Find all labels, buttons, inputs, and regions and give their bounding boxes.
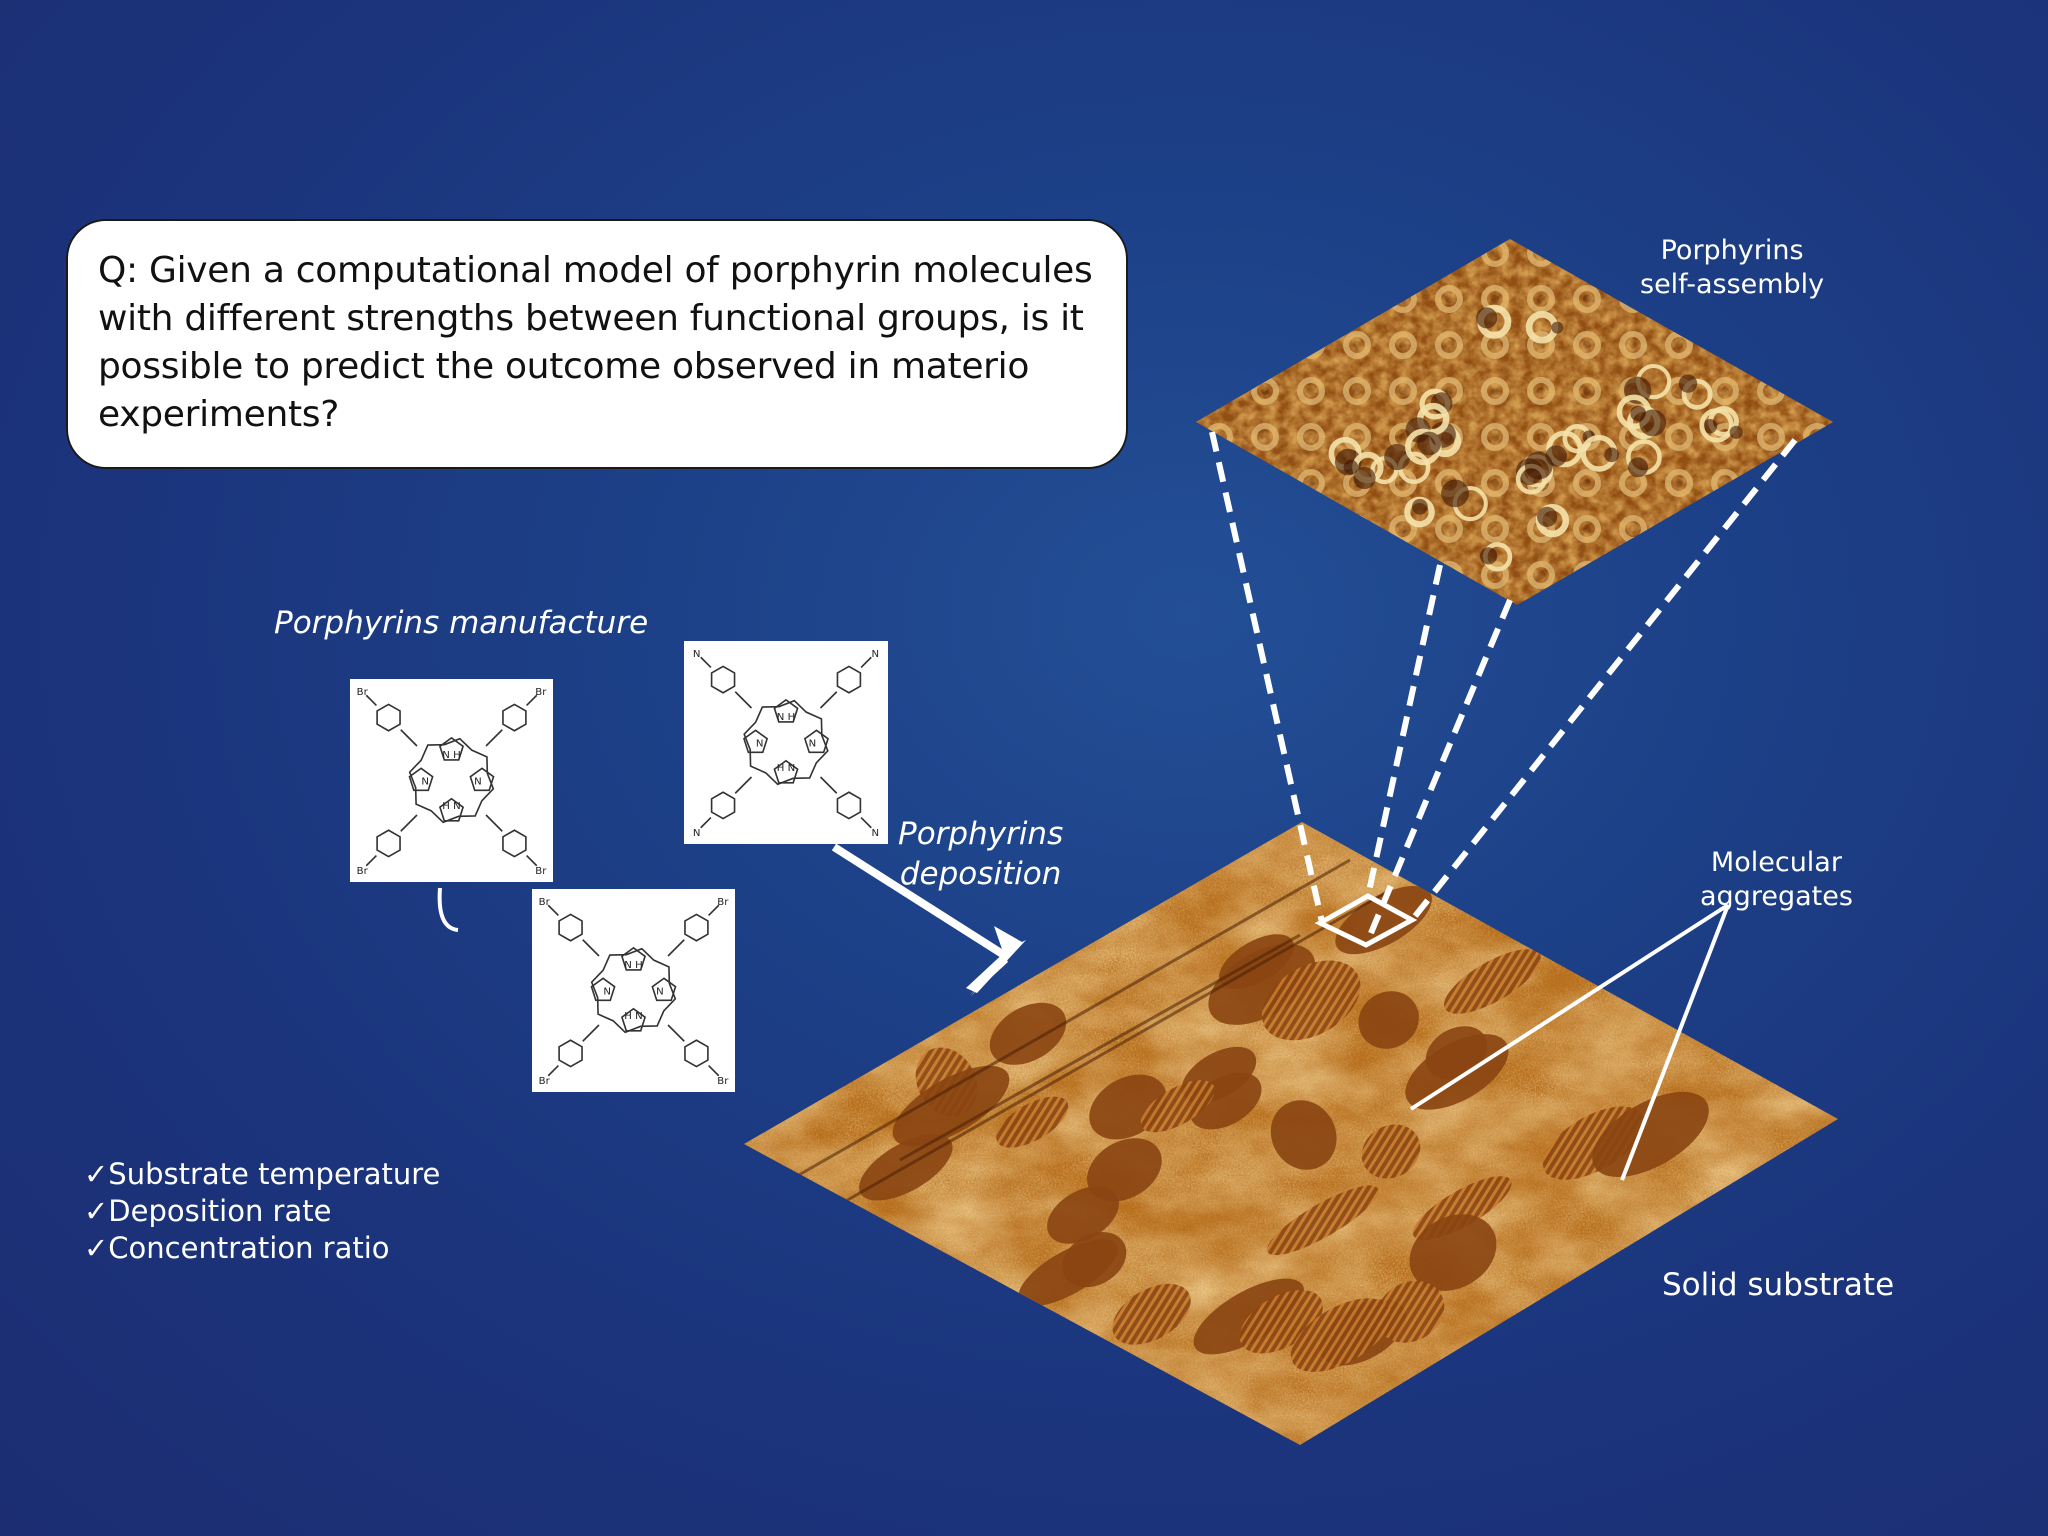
substituent-label: N: [872, 828, 880, 839]
ring-n-label: N: [656, 987, 664, 998]
core-nh-label: H N: [777, 763, 795, 774]
substituent-label: Br: [539, 897, 551, 908]
ring-n-label: N: [603, 987, 611, 998]
dark-gap-feature: [1343, 459, 1359, 475]
dark-gap-feature: [1353, 466, 1376, 490]
porphyrin-ring-features: [1328, 304, 1743, 572]
question-text: Q: Given a computational model of porphy…: [98, 250, 1093, 435]
aggregate-patch: [1140, 1080, 1215, 1133]
aggregate-patch: [989, 1002, 1067, 1065]
porphyrin-skeleton: [700, 656, 872, 829]
substituent-label: Br: [717, 897, 729, 908]
dark-gap-feature: [1628, 457, 1649, 478]
substituent-label: N: [693, 828, 701, 839]
dark-gap-feature: [1639, 409, 1667, 437]
aggregate-patch: [1425, 1026, 1488, 1080]
aggregates-label: Molecular aggregates: [1700, 846, 1853, 914]
porphyrin-skeleton: [547, 904, 720, 1077]
deposition-label: Porphyrins deposition: [898, 814, 1063, 894]
projection-lines: [1209, 431, 1798, 947]
porphyrin-ring-feature: [1699, 408, 1734, 443]
dark-gap-feature: [1417, 431, 1442, 456]
dark-gap-feature: [1441, 479, 1469, 508]
aggregates-label-line1: Molecular: [1710, 847, 1842, 878]
parameter-list: ✓Substrate temperature ✓Deposition rate …: [84, 1156, 440, 1267]
dark-gap-feature: [1412, 498, 1428, 515]
deposition-label-line2: deposition: [899, 856, 1062, 892]
dark-gap-feature: [1604, 447, 1619, 463]
dark-gap-feature: [1524, 451, 1553, 480]
aggregates-annotation-lines: [1409, 903, 1730, 1181]
core-nh-label: N H: [777, 712, 795, 723]
aggregate-patch: [1361, 1124, 1421, 1179]
aggregate-patch: [1047, 1186, 1119, 1244]
aggregate-patch: [1335, 886, 1432, 955]
aggregate-patch: [1358, 991, 1419, 1049]
core-nh-label: H N: [624, 1011, 642, 1022]
aggregate-patch: [1592, 1091, 1709, 1177]
substituent-label: Br: [535, 866, 547, 877]
aggregate-patch: [892, 1065, 1010, 1147]
self-assembly-stm-image: [1196, 239, 1833, 605]
deposition-label-line1: Porphyrins: [898, 816, 1064, 852]
pyridyl-porphyrin-structure: N N N N N H H N N N: [693, 649, 880, 839]
substituent-label: Br: [535, 687, 547, 698]
aggregate-patch: [1270, 1100, 1337, 1170]
self-assembly-label: Porphyrins self-assembly: [1640, 234, 1824, 302]
dark-gap-feature: [1678, 374, 1698, 393]
aggregate-patch: [1261, 960, 1361, 1041]
parameter-item: ✓Concentration ratio: [84, 1231, 390, 1265]
aggregate-patch: [1376, 1280, 1445, 1343]
ring-n-label: N: [756, 739, 764, 750]
bracket-mark: [437, 887, 459, 932]
dark-gap-feature: [1729, 425, 1743, 439]
aggregate-patch: [1062, 1232, 1127, 1288]
dark-gap-feature: [1537, 506, 1558, 527]
aggregate-patch: [1290, 1298, 1392, 1372]
substituent-label: Br: [357, 866, 369, 877]
dark-gap-feature: [1476, 307, 1498, 329]
dark-gap-feature: [1479, 547, 1498, 565]
porphyrin-ring-feature: [1681, 378, 1713, 410]
substrate-stm-image: [744, 822, 1838, 1445]
ring-n-label: N: [474, 777, 482, 788]
aggregate-patch: [1267, 1185, 1379, 1256]
ring-n-label: N: [421, 777, 429, 788]
self-assembly-label-line1: Porphyrins: [1660, 235, 1804, 266]
dark-gap-feature: [1702, 419, 1718, 434]
substituent-label: Br: [357, 687, 369, 698]
core-nh-label: N H: [442, 750, 460, 761]
aggregate-patch: [1444, 949, 1541, 1014]
porphyrin-skeleton: [365, 694, 538, 867]
molecular-aggregate-patches: [859, 886, 1709, 1372]
aggregate-patch: [1087, 1138, 1162, 1202]
parameter-item: ✓Deposition rate: [84, 1194, 332, 1228]
manufacture-label: Porphyrins manufacture: [274, 605, 649, 641]
dark-gap-feature: [1384, 443, 1411, 471]
aggregate-patch: [1409, 1214, 1497, 1291]
parameter-item: ✓Substrate temperature: [84, 1157, 441, 1191]
deposition-arrow: [831, 843, 1026, 996]
dark-gap-feature: [1551, 321, 1564, 334]
aggregate-patch: [1112, 1283, 1191, 1345]
substituent-label: N: [693, 649, 701, 660]
question-callout: Q: Given a computational model of porphy…: [66, 219, 1128, 469]
substituent-label: N: [872, 649, 880, 660]
zoom-region-box: [1314, 893, 1418, 948]
substrate-label: Solid substrate: [1662, 1267, 1895, 1303]
self-assembly-label-line2: self-assembly: [1640, 269, 1825, 300]
core-nh-label: N H: [624, 960, 642, 971]
core-nh-label: H N: [442, 801, 460, 812]
substituent-label: Br: [717, 1076, 729, 1087]
substituent-label: Br: [539, 1076, 551, 1087]
ring-n-label: N: [809, 739, 817, 750]
molecule-card-pyridyl: N N N N N H H N N N: [684, 641, 888, 844]
aggregate-patch: [996, 1096, 1069, 1148]
